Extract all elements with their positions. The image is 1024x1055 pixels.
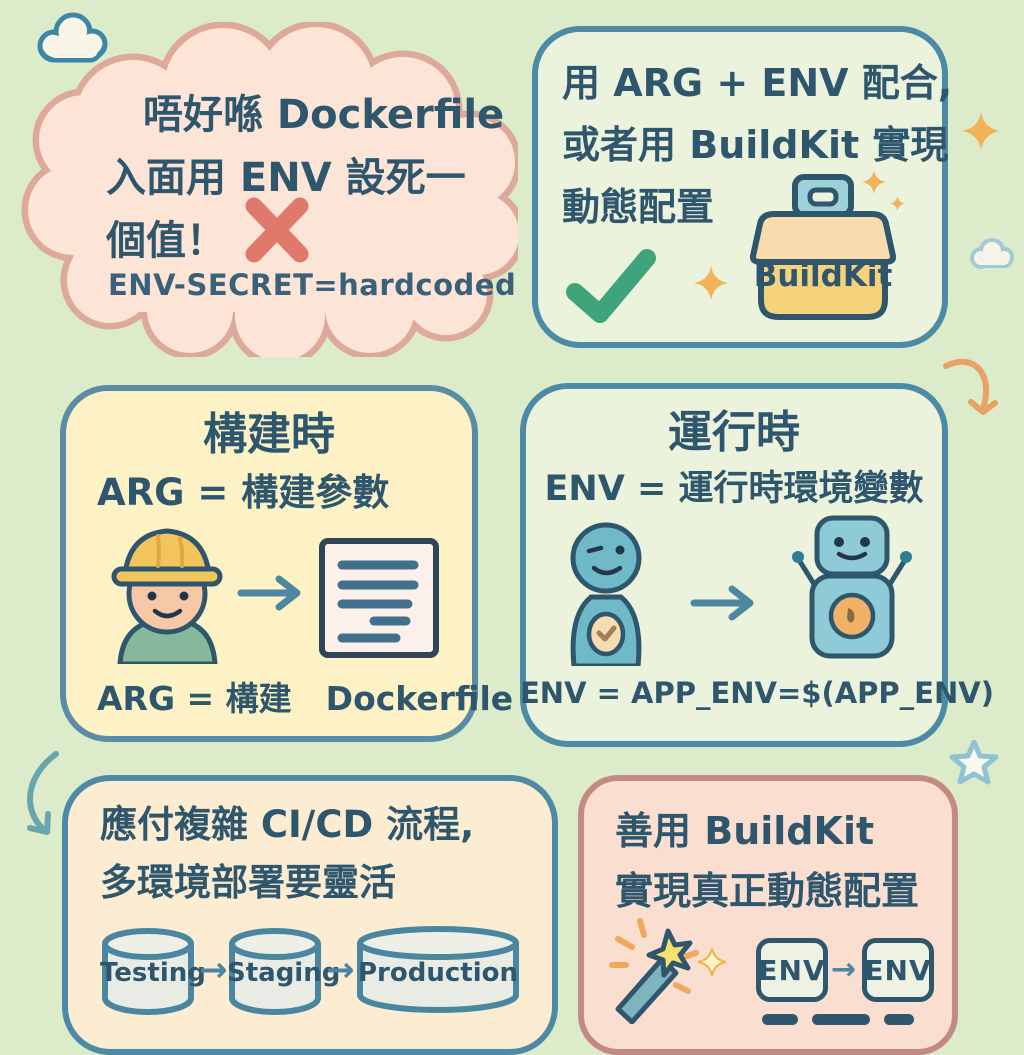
- clipped-caption: [762, 1014, 928, 1033]
- env-arrow-icon: →: [831, 952, 857, 987]
- buildkit-line-2: 實現真正動態配置: [615, 869, 920, 913]
- stage-label-production: Production: [358, 958, 518, 988]
- worker-icon: [111, 528, 223, 664]
- run-time-title: 運行時: [668, 407, 800, 458]
- x-icon: [245, 197, 309, 263]
- sparkle-icon: [962, 112, 1000, 150]
- cicd-line-1: 應付複雜 CI/CD 流程,: [100, 803, 475, 846]
- warning-line-3: 個值！: [106, 218, 226, 264]
- cylinder-icon: [357, 926, 519, 1013]
- build-time-caption: ARG = 構建 Dockerfile: [97, 672, 513, 720]
- run-time-caption: ENV = APP_ENV=$(APP_ENV): [520, 676, 994, 710]
- solution-line-3: 動態配置: [562, 185, 715, 229]
- sparkle-icon: [862, 170, 886, 194]
- run-time-subtitle: ENV = 運行時環境變數: [544, 469, 924, 509]
- build-time-caption-left: ARG = 構建: [97, 679, 292, 718]
- curved-arrow-icon: [27, 751, 59, 835]
- robot-icon: [792, 515, 912, 659]
- curved-arrow-icon: [943, 358, 998, 415]
- arrow-icon: [690, 585, 754, 621]
- build-time-subtitle: ARG = 構建參數: [97, 471, 390, 514]
- cicd-line-2: 多環境部署要靈活: [100, 861, 396, 904]
- cylinder-icon: [229, 928, 321, 1015]
- sparkle-icon: [694, 266, 728, 300]
- solution-line-1: 用 ARG + ENV 配合,: [562, 61, 953, 105]
- wand-icon: [609, 918, 699, 1024]
- warning-code: ENV-SECRET=hardcoded: [108, 268, 517, 302]
- document-icon: [319, 538, 439, 658]
- buildkit-line-1: 善用 BuildKit: [615, 809, 875, 853]
- sparkle-icon: [890, 196, 905, 211]
- cloud-icon: [37, 12, 108, 63]
- cylinder-icon: [102, 928, 194, 1015]
- build-time-caption-right: Dockerfile: [325, 679, 514, 718]
- build-time-title: 構建時: [203, 409, 335, 460]
- warning-cloud-panel: [21, 22, 518, 357]
- solution-line-2: 或者用 BuildKit 實現: [562, 123, 949, 167]
- toolbox-icon: [749, 174, 897, 320]
- stage-label-staging: Staging: [227, 958, 341, 988]
- stage-arrow-icon: →: [326, 950, 355, 990]
- check-icon: [566, 249, 656, 323]
- infographic-page: { "palette": { "background": "#dcebc9", …: [21, 12, 1014, 1055]
- env-box-target: ENV: [862, 938, 934, 1002]
- stage-label-testing: Testing: [100, 958, 206, 988]
- arrow-icon: [237, 575, 301, 611]
- toolbox-label: BuildKit: [753, 258, 893, 294]
- env-box-source: ENV: [756, 938, 828, 1002]
- sparkle-icon: [698, 948, 726, 976]
- star-icon: [949, 740, 999, 785]
- warning-line-1: 唔好喺 Dockerfile: [143, 92, 505, 138]
- buildkit-dynamic-panel: [578, 775, 958, 1055]
- stage-arrow-icon: →: [199, 950, 228, 990]
- warning-line-2: 入面用 ENV 設死一: [106, 155, 466, 201]
- person-icon: [570, 522, 642, 666]
- cloud-icon: [970, 238, 1014, 269]
